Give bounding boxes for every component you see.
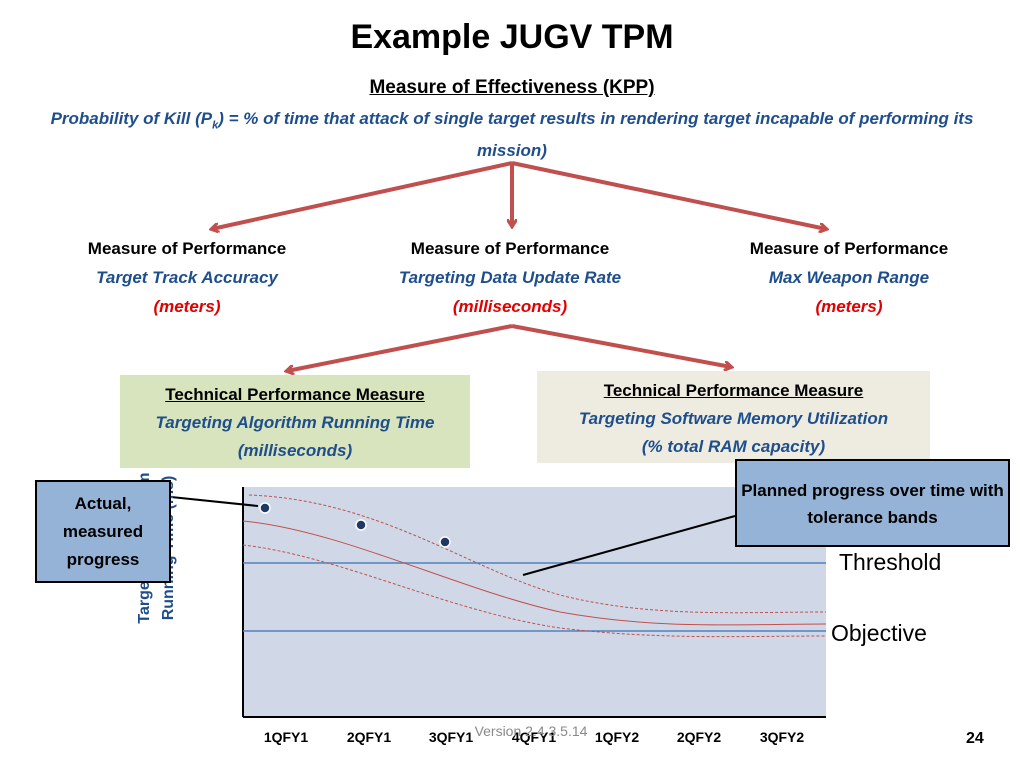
tpm-unit: (% total RAM capacity) (641, 437, 826, 456)
x-tick-label: 2QFY1 (346, 729, 392, 745)
threshold-label: Threshold (839, 549, 942, 575)
mop-data-update-rate: Measure of Performance Targeting Data Up… (370, 234, 650, 321)
moe-definition: Probability of Kill (Pk) = % of time tha… (50, 109, 974, 161)
page-number: 24 (966, 730, 984, 747)
moe-heading: Measure of Effectiveness (KPP) (369, 77, 655, 98)
mop-max-weapon-range: Measure of Performance Max Weapon Range … (709, 234, 989, 321)
slide-title: Example JUGV TPM (350, 18, 674, 56)
mop-unit: (meters) (815, 297, 883, 316)
x-tick-label: 4QFY1 (511, 729, 557, 745)
callout-actual-progress: Actual, measured progress (35, 480, 171, 583)
tpm-unit: (milliseconds) (237, 441, 353, 460)
actual-point (355, 519, 367, 531)
planned-lower-band (242, 544, 827, 638)
arrow-mop-to-tpm-right (511, 324, 731, 367)
tpm-name: Targeting Algorithm Running Time (155, 413, 435, 432)
callout-planned-progress: Planned progress over time with toleranc… (735, 459, 1010, 547)
objective-label: Objective (831, 620, 927, 646)
planned-progress-line (242, 520, 827, 626)
x-tick-label: 2QFY2 (676, 729, 722, 745)
mop-heading: Measure of Performance (87, 239, 287, 258)
mop-name: Max Weapon Range (768, 268, 930, 287)
mop-name: Target Track Accuracy (96, 268, 278, 287)
x-tick-label: 1QFY2 (594, 729, 640, 745)
arrow-moe-to-mop-right (511, 161, 826, 229)
tpm-name: Targeting Software Memory Utilization (578, 409, 889, 428)
mop-heading: Measure of Performance (410, 239, 610, 258)
actual-point (259, 502, 271, 514)
x-tick-label: 3QFY2 (759, 729, 805, 745)
actual-point (439, 536, 451, 548)
plot-area (243, 487, 826, 717)
arrow-mop-to-tpm-left (287, 324, 513, 371)
tpm-heading: Technical Performance Measure (603, 381, 864, 400)
mop-unit: (meters) (153, 297, 221, 316)
footer-version: Version 2.4 3.5.14 (474, 723, 588, 739)
tpm-memory-utilization: Technical Performance Measure Targeting … (537, 371, 930, 463)
mop-unit: (milliseconds) (452, 297, 568, 316)
x-tick-label: 3QFY1 (428, 729, 474, 745)
mop-track-accuracy: Measure of Performance Target Track Accu… (47, 234, 327, 321)
mop-name: Targeting Data Update Rate (398, 268, 622, 287)
planned-callout-leader (522, 515, 736, 576)
tpm-heading: Technical Performance Measure (165, 385, 425, 404)
x-tick-label: 1QFY1 (263, 729, 309, 745)
arrow-moe-to-mop-left (212, 161, 513, 229)
tpm-running-time: Technical Performance Measure Targeting … (120, 375, 470, 468)
mop-heading: Measure of Performance (749, 239, 949, 258)
actual-callout-leader (170, 496, 259, 507)
